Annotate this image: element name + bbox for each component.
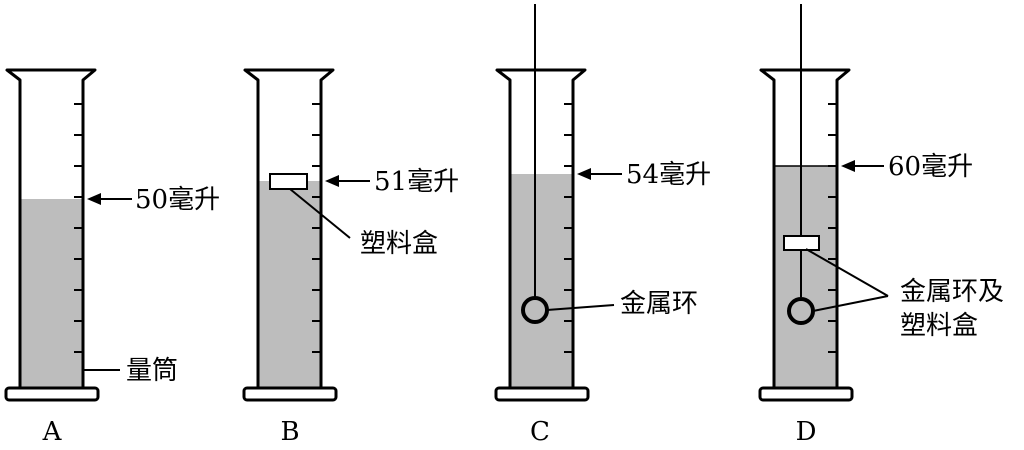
panel-d: 60毫升 金属环及 塑料盒 D <box>758 4 1004 447</box>
scale-ticks <box>564 103 573 353</box>
object-label: 量筒 <box>126 356 178 386</box>
scale-ticks <box>312 103 321 353</box>
panel-letter: A <box>42 417 63 445</box>
reading-label: 50毫升 <box>135 185 220 215</box>
reading-label: 51毫升 <box>374 167 459 197</box>
panel-letter: B <box>280 417 299 445</box>
reading-label: 54毫升 <box>626 160 711 190</box>
panel-a: 50毫升 量筒 A <box>4 68 220 447</box>
reading-arrowhead <box>87 193 101 205</box>
panel-c: 54毫升 金属环 C <box>494 4 711 447</box>
scale-ticks <box>74 103 83 353</box>
object-label-line-2: 塑料盒 <box>900 311 978 341</box>
cylinder-wall <box>243 68 335 388</box>
cylinder-liquid <box>510 174 573 388</box>
object-label-line-1: 金属环及 <box>900 277 1004 307</box>
reading-arrowhead <box>577 168 591 180</box>
reading-label: 60毫升 <box>888 152 973 182</box>
cylinder-base <box>4 386 100 402</box>
panel-b: 51毫升 塑料盒 B <box>242 68 459 447</box>
plastic-box <box>269 173 308 190</box>
cylinder-wall <box>759 68 851 388</box>
cylinder-base <box>242 386 338 402</box>
object-leader-ring <box>812 295 889 312</box>
object-leader <box>289 188 351 239</box>
object-label: 塑料盒 <box>360 229 438 259</box>
cylinder-base <box>494 386 590 402</box>
plastic-box <box>783 235 820 251</box>
panel-letter: D <box>796 417 817 445</box>
cylinder-base <box>758 386 854 402</box>
cylinder-wall <box>5 68 97 388</box>
panel-letter: C <box>530 417 550 445</box>
scale-ticks <box>828 103 837 353</box>
cylinder-liquid <box>774 166 837 388</box>
reading-arrowhead <box>325 175 339 187</box>
cylinder-liquid <box>20 199 83 388</box>
object-leader-box <box>805 248 889 297</box>
object-label: 金属环 <box>620 289 698 319</box>
cylinder-wall <box>495 68 587 388</box>
cylinder-liquid <box>258 181 321 388</box>
object-leader <box>546 304 615 311</box>
reading-arrowhead <box>841 160 855 172</box>
